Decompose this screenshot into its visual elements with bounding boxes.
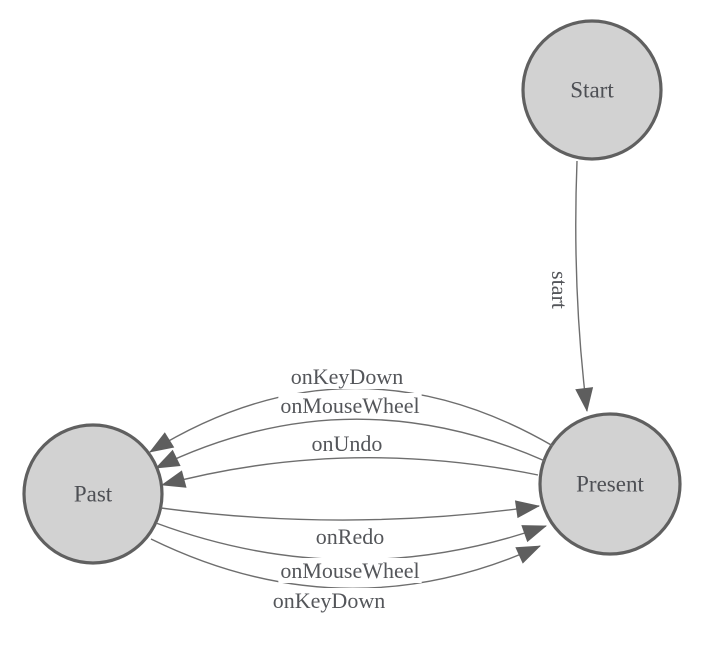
edge-label-onKeyDown: onKeyDown: [291, 364, 403, 389]
edge-label-backing: [270, 588, 388, 613]
edge-label-onUndo: onUndo: [312, 431, 383, 456]
edge-label-group-onKeyDown: onKeyDown: [270, 588, 388, 613]
edge-label-group-onUndo: onUndo: [309, 431, 385, 456]
state-node-start[interactable]: [521, 19, 663, 161]
edge-label-backing: [278, 558, 422, 583]
transition-edge-present-to-past-onMouseWheel[interactable]: [155, 418, 546, 469]
edge-label-onMouseWheel: onMouseWheel: [280, 393, 419, 418]
state-node-present[interactable]: [538, 412, 682, 556]
edge-label-onMouseWheel: onMouseWheel: [280, 558, 419, 583]
transition-edge-past-to-present-onRedo[interactable]: [160, 500, 540, 521]
edge-label-onRedo: onRedo: [316, 524, 384, 549]
edge-label-group-start: start: [547, 269, 572, 311]
edges-layer: [149, 160, 594, 590]
transition-edge-present-to-past-onUndo[interactable]: [161, 457, 539, 488]
state-node-label-present: Present: [576, 471, 644, 496]
state-node-label-past: Past: [74, 481, 113, 506]
edge-label-backing: [309, 431, 385, 456]
transition-edge-start-to-present-start[interactable]: [575, 160, 594, 412]
state-node-label-start: Start: [570, 77, 614, 102]
edge-labels-layer: start onKeyDown onMouseWheel onUndo onRedo on…: [270, 269, 572, 613]
edge-label-start: start: [547, 271, 572, 309]
edge-label-backing: [278, 393, 422, 418]
edge-label-backing: [547, 269, 572, 311]
edge-label-group-onKeyDown: onKeyDown: [288, 364, 406, 389]
state-node-past[interactable]: [22, 423, 164, 565]
edge-label-group-onRedo: onRedo: [313, 524, 387, 549]
edge-label-group-onMouseWheel: onMouseWheel: [278, 393, 422, 418]
edge-label-backing: [288, 364, 406, 389]
edge-label-backing: [313, 524, 387, 549]
edge-label-onKeyDown: onKeyDown: [273, 588, 385, 613]
edge-label-group-onMouseWheel: onMouseWheel: [278, 558, 422, 583]
